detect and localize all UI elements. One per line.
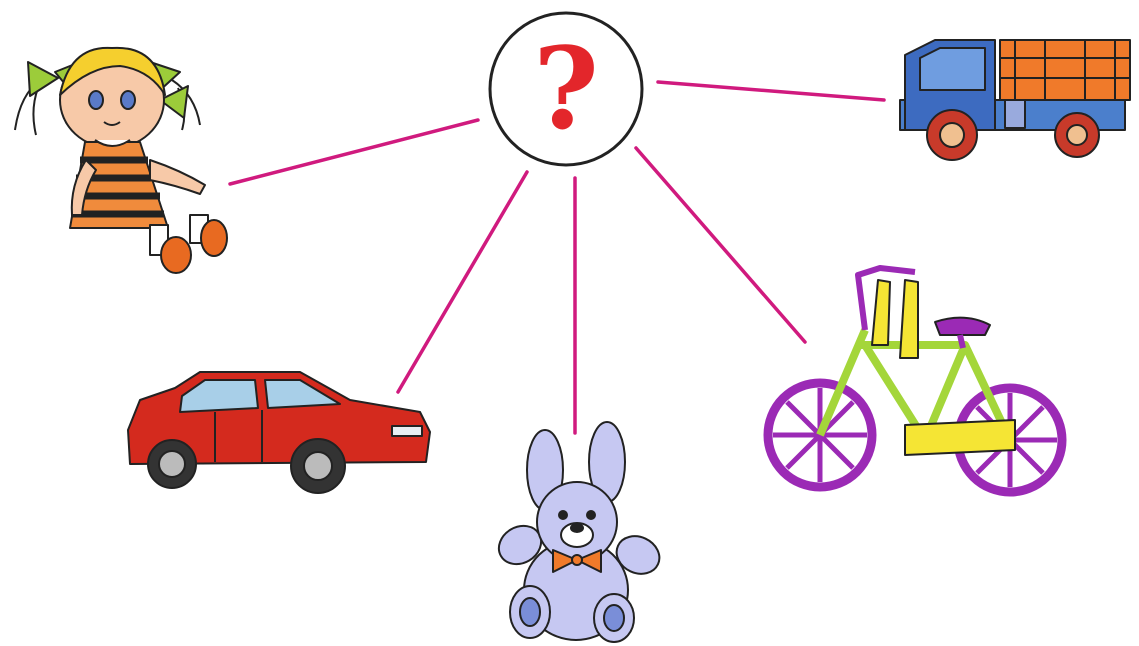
- question-hub: ?: [490, 13, 642, 165]
- connector-bicycle: [636, 148, 805, 342]
- truck-icon: [900, 40, 1130, 160]
- question-mark-icon: ?: [533, 24, 599, 155]
- connector-car: [398, 172, 527, 392]
- bicycle-icon: [768, 268, 1062, 492]
- connector-truck: [658, 82, 884, 100]
- car-icon: [128, 372, 430, 493]
- connector-doll: [230, 120, 478, 184]
- bunny-icon: [492, 422, 666, 642]
- doll-icon: [15, 48, 227, 273]
